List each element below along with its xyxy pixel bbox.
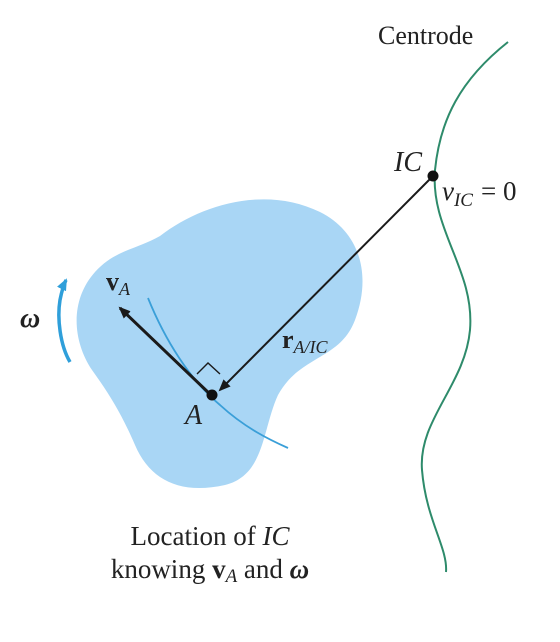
right-angle-marker	[196, 362, 221, 375]
centrode-label: Centrode	[378, 21, 473, 50]
position-vector-r	[218, 175, 434, 392]
v-ic-label: vIC= 0	[442, 176, 516, 211]
point-a	[206, 389, 218, 401]
rigid-body	[76, 199, 363, 489]
caption-line-1: Location of IC	[130, 521, 290, 551]
ic-label: IC	[393, 147, 422, 178]
omega-label: ω	[20, 303, 40, 334]
r-label: rA/IC	[282, 325, 329, 357]
figure-caption: Location of IC knowing vA and ω	[0, 520, 420, 593]
point-ic	[427, 170, 439, 182]
centrode-curve	[420, 41, 509, 573]
va-label: vA	[106, 267, 131, 299]
velocity-vector-va	[118, 306, 214, 398]
caption-line-2: knowing vA and ω	[110, 554, 310, 587]
omega-arrow	[57, 278, 72, 363]
path-of-a	[147, 297, 289, 449]
point-a-label: A	[183, 400, 203, 431]
